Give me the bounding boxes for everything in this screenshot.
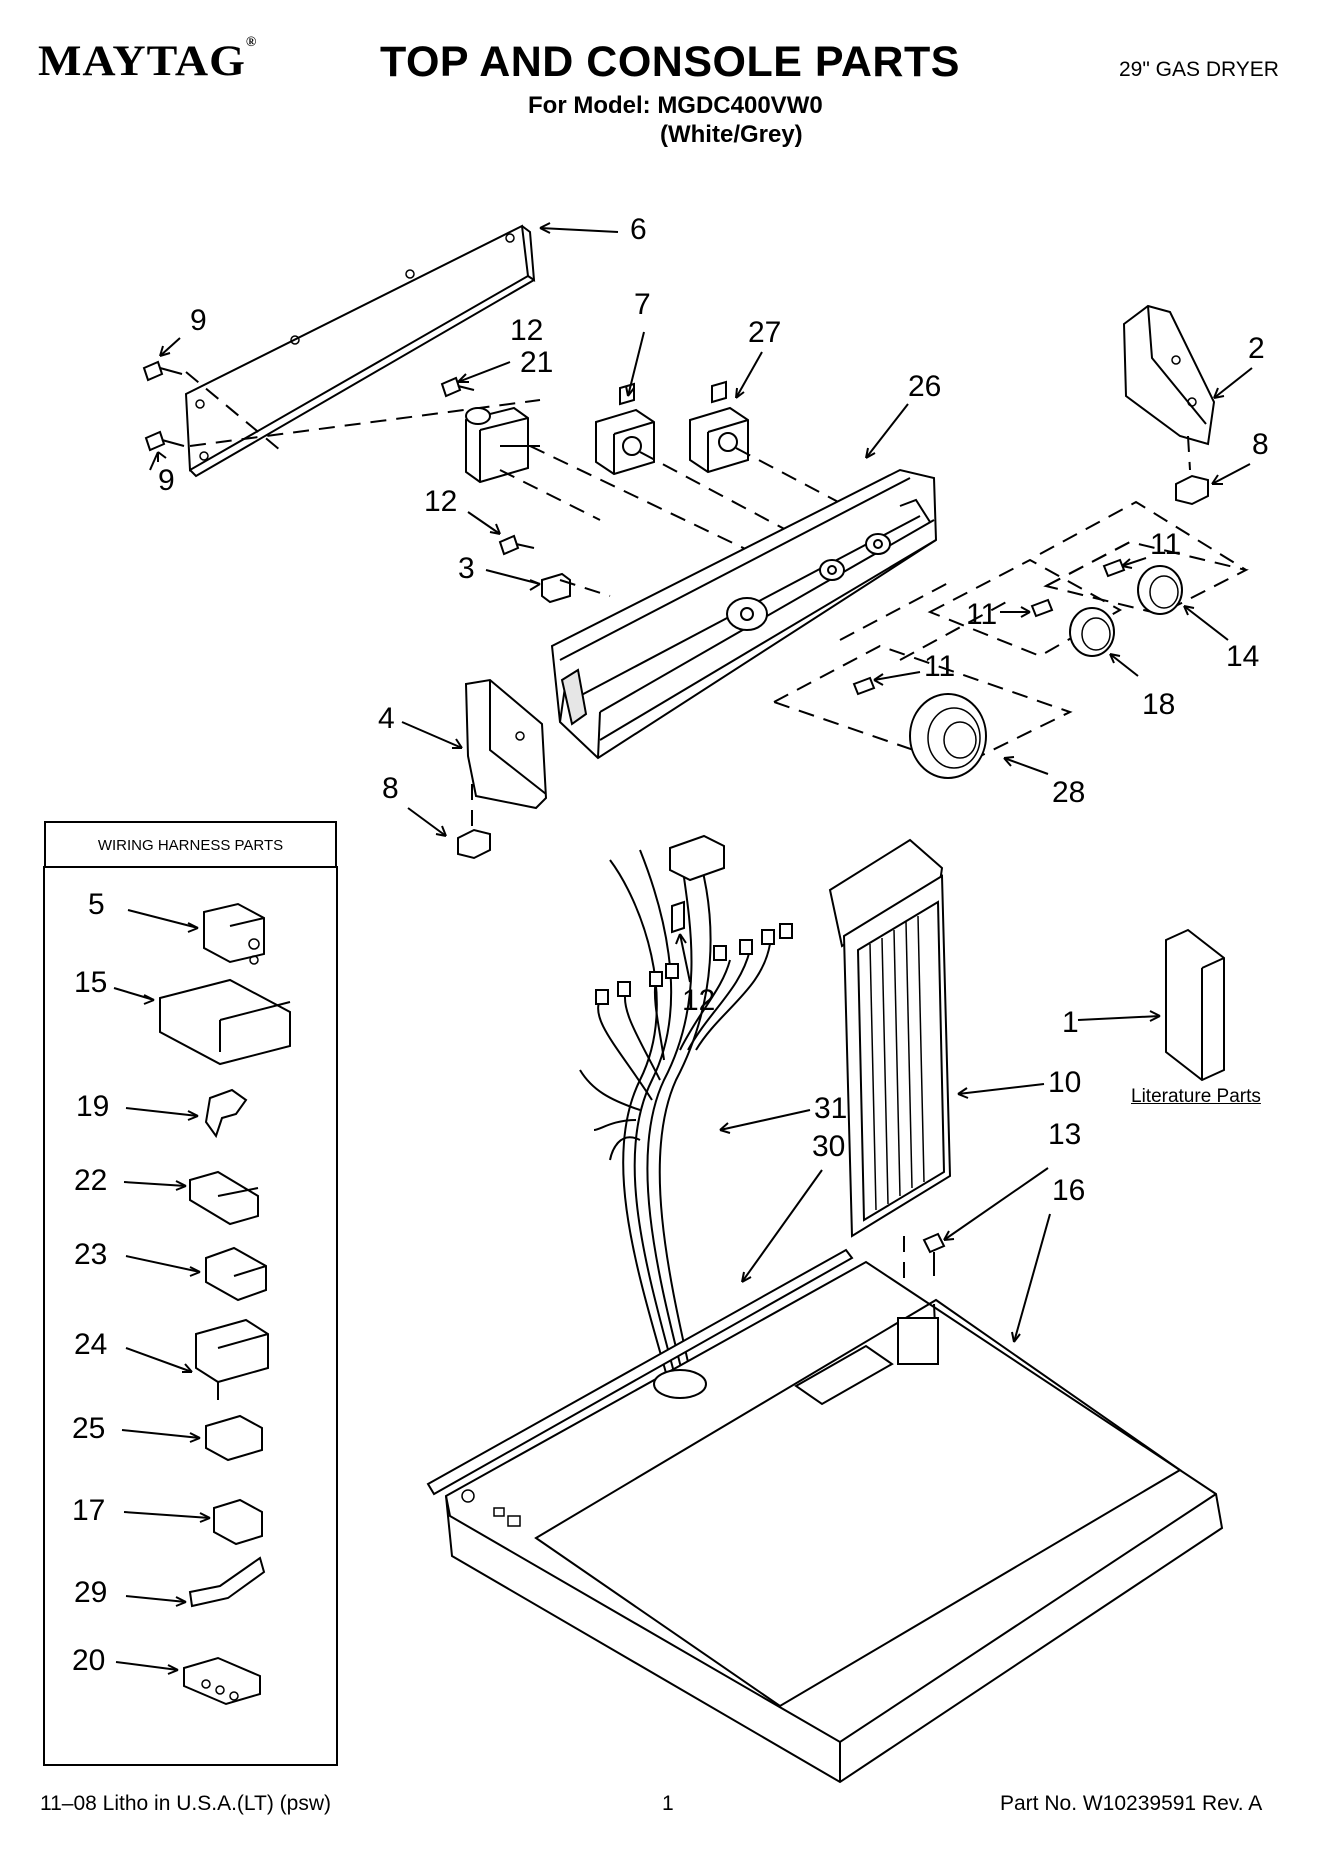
part-31-wiring-harness — [579, 834, 793, 1381]
part-11-retainer-b — [1030, 598, 1054, 618]
wiring-harness-box-title: WIRING HARNESS PARTS — [44, 821, 337, 867]
leader-lines — [113, 222, 1253, 1675]
callout-8-left: 8 — [382, 772, 399, 805]
part-9-screw-bottom — [144, 430, 185, 452]
footer-part-number: Part No. W10239591 Rev. A — [1000, 1792, 1263, 1815]
part-6-rear-panel — [184, 224, 536, 478]
callout-11-b: 11 — [966, 598, 998, 631]
callout-26: 26 — [908, 370, 942, 403]
callout-1: 1 — [1062, 1006, 1079, 1039]
part-12-screw-a — [440, 376, 475, 398]
part-8-clip-left — [457, 828, 491, 860]
callout-10: 10 — [1048, 1066, 1082, 1099]
part-13-screw — [922, 1232, 946, 1276]
callout-19: 19 — [76, 1090, 110, 1123]
page-title: TOP AND CONSOLE PARTS — [380, 38, 960, 86]
callout-12-b: 12 — [424, 485, 458, 518]
harness-part-5 — [203, 902, 265, 965]
callout-7: 7 — [634, 288, 651, 321]
callout-23: 23 — [74, 1238, 108, 1271]
callout-18: 18 — [1142, 688, 1176, 721]
literature-parts-label: Literature Parts — [1131, 1086, 1261, 1107]
callout-31: 31 — [814, 1092, 848, 1125]
callout-6: 6 — [630, 213, 647, 246]
part-11-retainer-c — [852, 676, 876, 696]
model-line: For Model: MGDC400VW0 — [528, 92, 823, 119]
part-21-timer — [465, 406, 540, 484]
part-8-clip-right — [1175, 474, 1209, 506]
callout-2: 2 — [1248, 332, 1265, 365]
callout-9-top: 9 — [190, 304, 207, 337]
callout-12-a: 12 — [510, 314, 544, 347]
part-27-switch — [689, 380, 749, 474]
callout-28: 28 — [1052, 776, 1086, 809]
callout-11-c: 11 — [924, 650, 956, 683]
harness-part-25 — [205, 1414, 263, 1462]
part-16-top-panel — [444, 1260, 1224, 1784]
callout-16: 16 — [1052, 1174, 1086, 1207]
callout-12-c: 12 — [682, 984, 716, 1017]
footer-page-number: 1 — [662, 1792, 674, 1815]
part-4-end-cap-left — [464, 678, 548, 810]
harness-part-19 — [204, 1088, 248, 1139]
part-1-literature — [1165, 928, 1225, 1082]
callout-17: 17 — [72, 1494, 106, 1527]
brand-logo: MAYTAG® — [38, 35, 258, 85]
harness-part-24 — [195, 1318, 269, 1400]
harness-part-23 — [205, 1246, 267, 1302]
part-26-console — [550, 468, 938, 760]
callout-14: 14 — [1226, 640, 1260, 673]
harness-part-17 — [213, 1498, 263, 1546]
callout-11-a: 11 — [1150, 528, 1182, 561]
callout-5: 5 — [88, 888, 105, 921]
callout-9-bottom: 9 — [158, 464, 175, 497]
part-11-retainer-a — [1102, 558, 1126, 578]
part-7-switch — [595, 382, 655, 476]
part-14-knob — [1137, 565, 1183, 615]
part-18-knob — [1069, 607, 1115, 657]
color-line: (White/Grey) — [660, 121, 803, 148]
callout-24: 24 — [74, 1328, 108, 1361]
callout-21: 21 — [520, 346, 554, 379]
part-12-screw-b — [498, 534, 535, 556]
callout-15: 15 — [74, 966, 108, 999]
callout-22: 22 — [74, 1164, 108, 1197]
harness-part-20 — [183, 1656, 261, 1706]
callout-20: 20 — [72, 1644, 106, 1677]
part-3-clip — [541, 572, 571, 604]
part-28-timer-knob — [909, 693, 987, 779]
harness-part-15 — [159, 978, 291, 1066]
callout-3: 3 — [458, 552, 475, 585]
callout-8-right: 8 — [1252, 428, 1269, 461]
callout-27: 27 — [748, 316, 782, 349]
part-30-seal-strip — [426, 1248, 854, 1496]
harness-part-22 — [189, 1170, 259, 1226]
callout-13: 13 — [1048, 1118, 1082, 1151]
dryer-type: 29" GAS DRYER — [1119, 58, 1279, 81]
part-12-screw-c — [671, 900, 685, 934]
footer-litho: 11–08 Litho in U.S.A.(LT) (psw) — [40, 1792, 332, 1815]
harness-part-29 — [188, 1556, 266, 1608]
callout-29: 29 — [74, 1576, 108, 1609]
part-10-lint-screen — [828, 838, 952, 1238]
part-2-end-cap-right — [1122, 304, 1216, 446]
callout-30: 30 — [812, 1130, 846, 1163]
part-9-screw-top — [142, 360, 183, 382]
callout-25: 25 — [72, 1412, 106, 1445]
callout-4: 4 — [378, 702, 395, 735]
